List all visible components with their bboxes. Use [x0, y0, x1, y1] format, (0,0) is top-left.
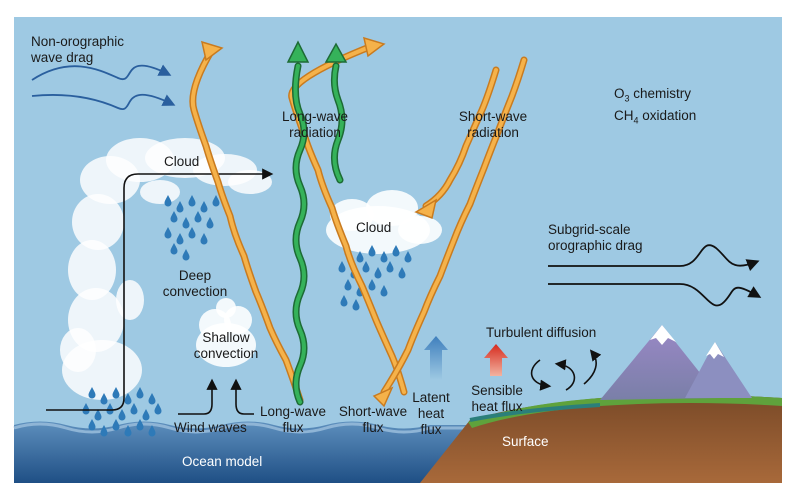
- cloud-left-label: Cloud: [164, 154, 200, 169]
- ocean-body: [14, 421, 470, 483]
- shortwave-flux-label-line2: flux: [362, 420, 384, 435]
- ocean-wave-crest: [13, 422, 468, 434]
- latent-heat-flux-arrow: [424, 336, 448, 380]
- longwave-radiation-label-line2: radiation: [289, 125, 341, 140]
- mid-level-cloud: [326, 190, 442, 254]
- orographic-drag-arrow-2: [548, 283, 762, 307]
- mountain-snowcap-small: [706, 342, 724, 359]
- longwave-flux-label-line2: flux: [282, 420, 304, 435]
- ch4-oxidation-label: CH4 oxidation: [614, 108, 696, 129]
- ch4-suffix: oxidation: [638, 108, 697, 123]
- coast-strip: [469, 403, 601, 422]
- longwave-radiation-label-line1: Long-wave: [281, 109, 349, 124]
- turbulent-diffusion-label: Turbulent diffusion: [486, 325, 597, 340]
- shortwave-radiation-label-line1: Short-wave: [458, 109, 528, 124]
- mountain-large: [600, 325, 720, 400]
- shortwave-flux-label-line1: Short-wave: [338, 404, 408, 419]
- shortwave-arrowhead-up-left: [200, 40, 224, 62]
- deep-convection-label-line2: convection: [162, 284, 228, 299]
- latent-heat-flux-label-line1: Latent: [412, 390, 450, 405]
- latent-heat-flux-label-line3: flux: [420, 422, 442, 437]
- o3-chemistry-label: O3 chemistry: [614, 86, 691, 107]
- subgrid-drag-label-line1: Subgrid-scale: [548, 222, 631, 237]
- non-orographic-drag-arrow-1: [31, 64, 172, 81]
- shortwave-radiation-label-line2: radiation: [467, 125, 519, 140]
- ch4-prefix: CH: [614, 108, 634, 123]
- o3-subscript: 3: [624, 93, 630, 104]
- orographic-drag-arrow-1: [548, 244, 760, 272]
- sensible-heat-flux-label-line2: heat flux: [471, 399, 523, 414]
- wind-waves-label: Wind waves: [174, 420, 247, 435]
- longwave-arrowhead-2: [324, 42, 348, 63]
- shortwave-arrowhead-up-mid: [362, 36, 386, 58]
- non-orographic-drag-arrow-2: [31, 93, 176, 110]
- deep-convection-label-line1: Deep: [178, 268, 212, 283]
- shallow-convection-label-line1: Shallow: [202, 330, 250, 345]
- shallow-convection-cloud: [196, 298, 256, 367]
- longwave-arrows: [291, 62, 346, 406]
- shortwave-arrowhead-into-cloud: [414, 198, 438, 220]
- o3-suffix: chemistry: [629, 86, 692, 101]
- sensible-heat-flux-arrow: [484, 344, 508, 376]
- longwave-arrowhead-1: [286, 40, 310, 63]
- shallow-convection-arrow-left: [178, 378, 218, 415]
- cloud-mid-label: Cloud: [356, 220, 392, 235]
- sensible-heat-flux-label-line1: Sensible: [471, 383, 523, 398]
- latent-heat-flux-label-line2: heat: [417, 406, 445, 421]
- ocean-model-label: Ocean model: [182, 454, 263, 469]
- shallow-convection-arrow-right: [230, 378, 254, 415]
- subgrid-drag-label-line2: orographic drag: [548, 238, 643, 253]
- deep-convection-arrow: [46, 168, 274, 411]
- shallow-convection-label-line2: convection: [193, 346, 259, 361]
- o3-prefix: O: [614, 86, 625, 101]
- turbulent-diffusion-arrows: [530, 349, 602, 391]
- mountain-snowcap-large: [650, 325, 676, 345]
- non-orographic-label-line2: wave drag: [31, 50, 94, 65]
- ch4-subscript: 4: [633, 115, 639, 126]
- mountain-small: [685, 342, 752, 398]
- shortwave-arrowhead-down: [372, 386, 394, 408]
- longwave-flux-label-line1: Long-wave: [259, 404, 327, 419]
- non-orographic-label-line1: Non-orographic: [31, 34, 125, 49]
- surface-label: Surface: [502, 434, 549, 449]
